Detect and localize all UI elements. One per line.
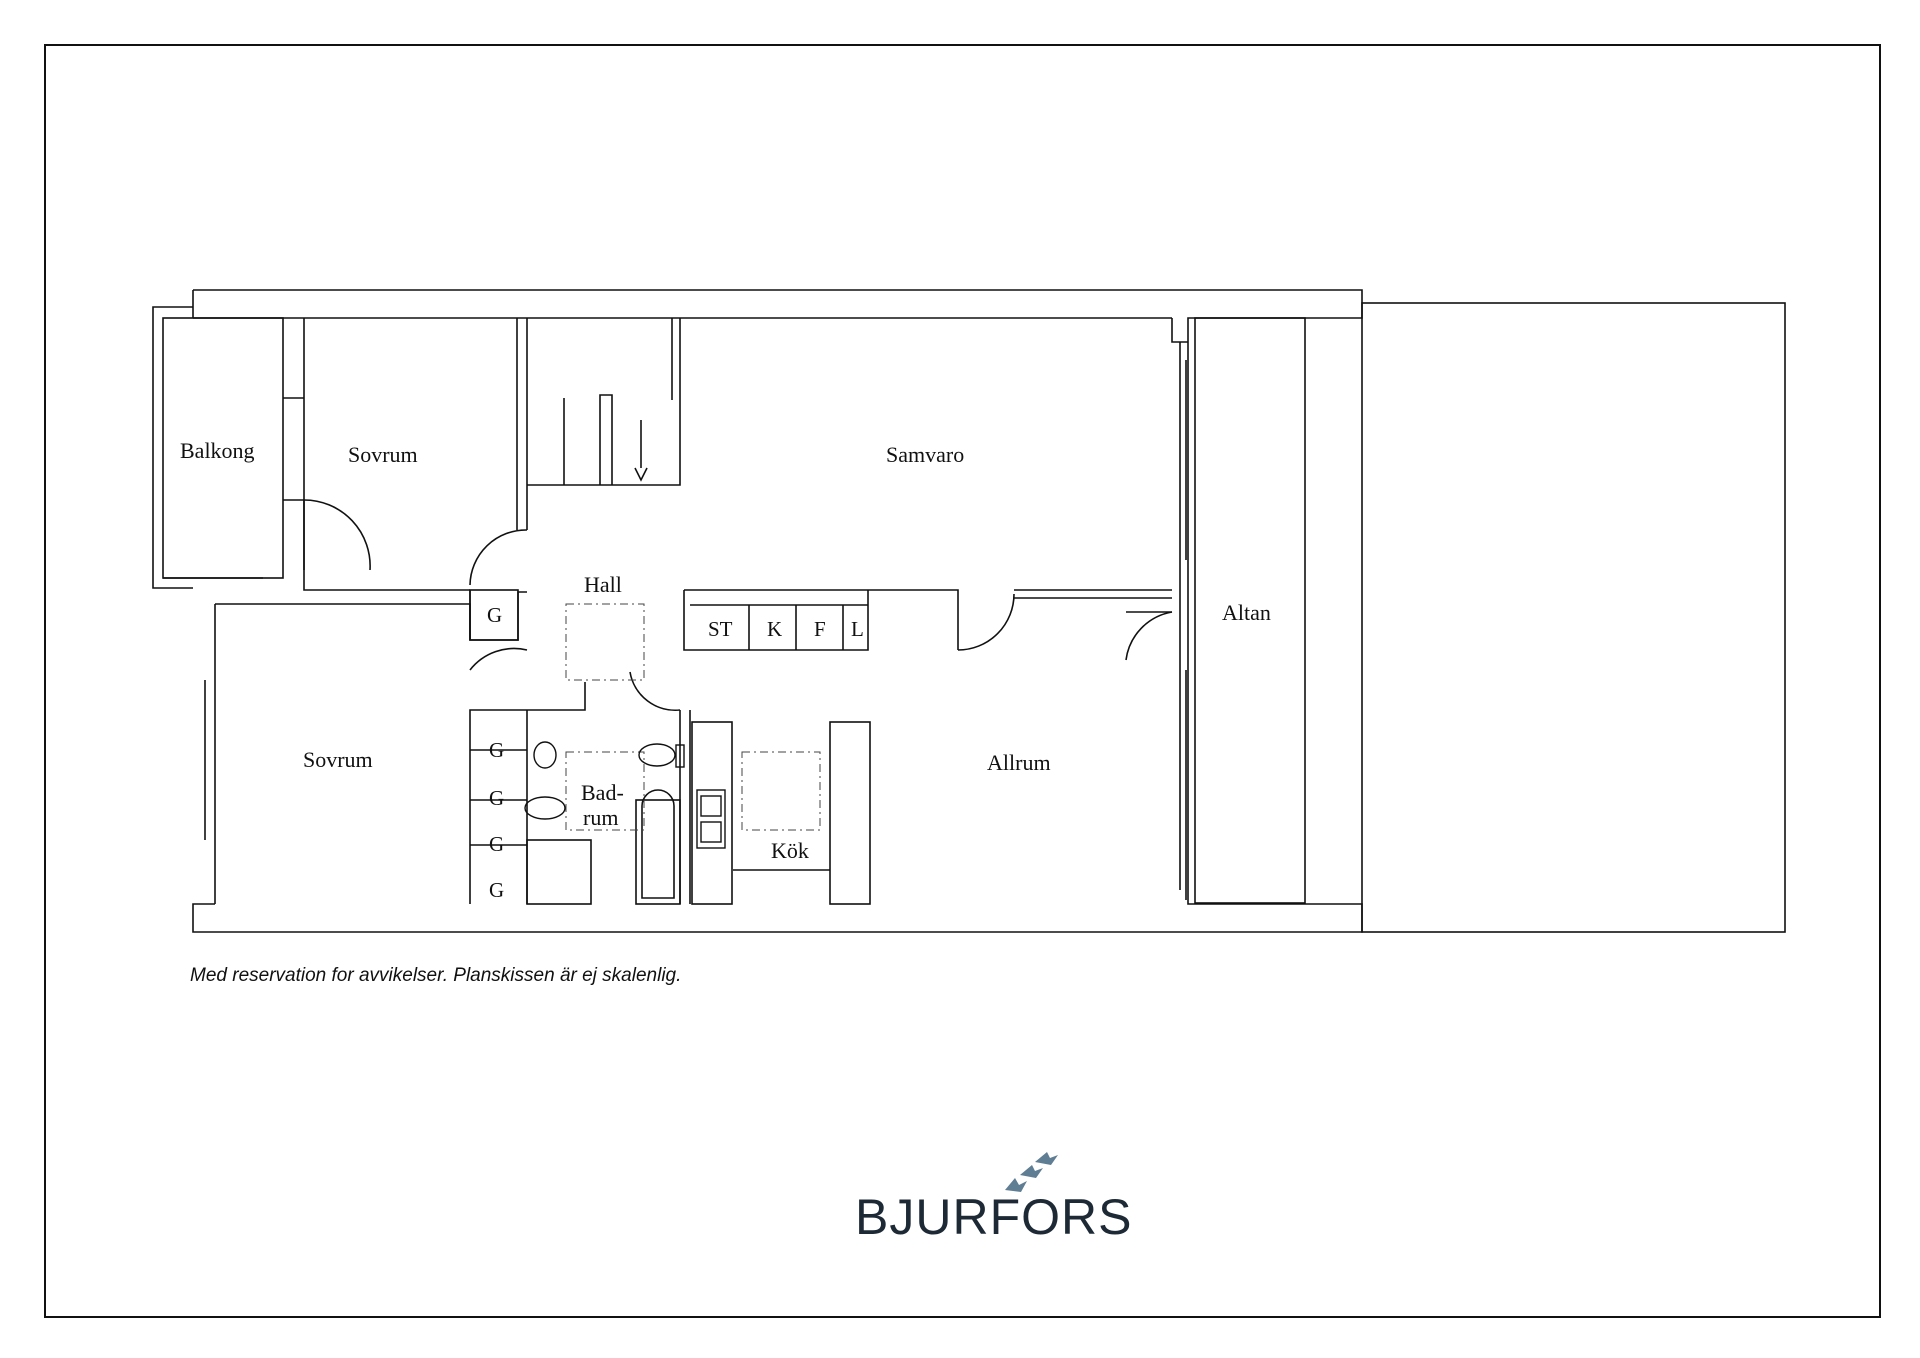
fixtures <box>524 741 726 849</box>
closet-label-k: K <box>767 617 782 641</box>
bird-logo-icon <box>1005 1152 1058 1192</box>
closet-label-g-3: G <box>489 832 504 856</box>
closet-label-l: L <box>851 617 864 641</box>
walls <box>152 289 1786 933</box>
closet-label-g-4: G <box>489 878 504 902</box>
closet-label-g-hall: G <box>487 603 502 627</box>
closet-label-g-1: G <box>489 738 504 762</box>
disclaimer-text: Med reservation for avvikelser. Planskis… <box>190 965 682 986</box>
closet-label-st: ST <box>708 617 733 641</box>
room-label-badrum-line2: rum <box>583 805 618 830</box>
room-label-kok: Kök <box>771 838 809 863</box>
closet-label-f: F <box>814 617 826 641</box>
room-label-sovrum-bottom: Sovrum <box>303 747 373 772</box>
dashed-areas <box>565 603 821 831</box>
room-label-allrum: Allrum <box>987 750 1051 775</box>
brand-logo: BJURFORS <box>855 1189 1133 1245</box>
room-label-badrum-line1: Bad- <box>581 780 624 805</box>
room-label-sovrum-top: Sovrum <box>348 442 418 467</box>
closet-label-g-2: G <box>489 786 504 810</box>
room-label-altan: Altan <box>1222 600 1271 625</box>
page-border <box>44 44 1881 1318</box>
room-label-balkong: Balkong <box>180 438 255 463</box>
room-label-hall: Hall <box>584 572 622 597</box>
room-label-samvaro: Samvaro <box>886 442 964 467</box>
